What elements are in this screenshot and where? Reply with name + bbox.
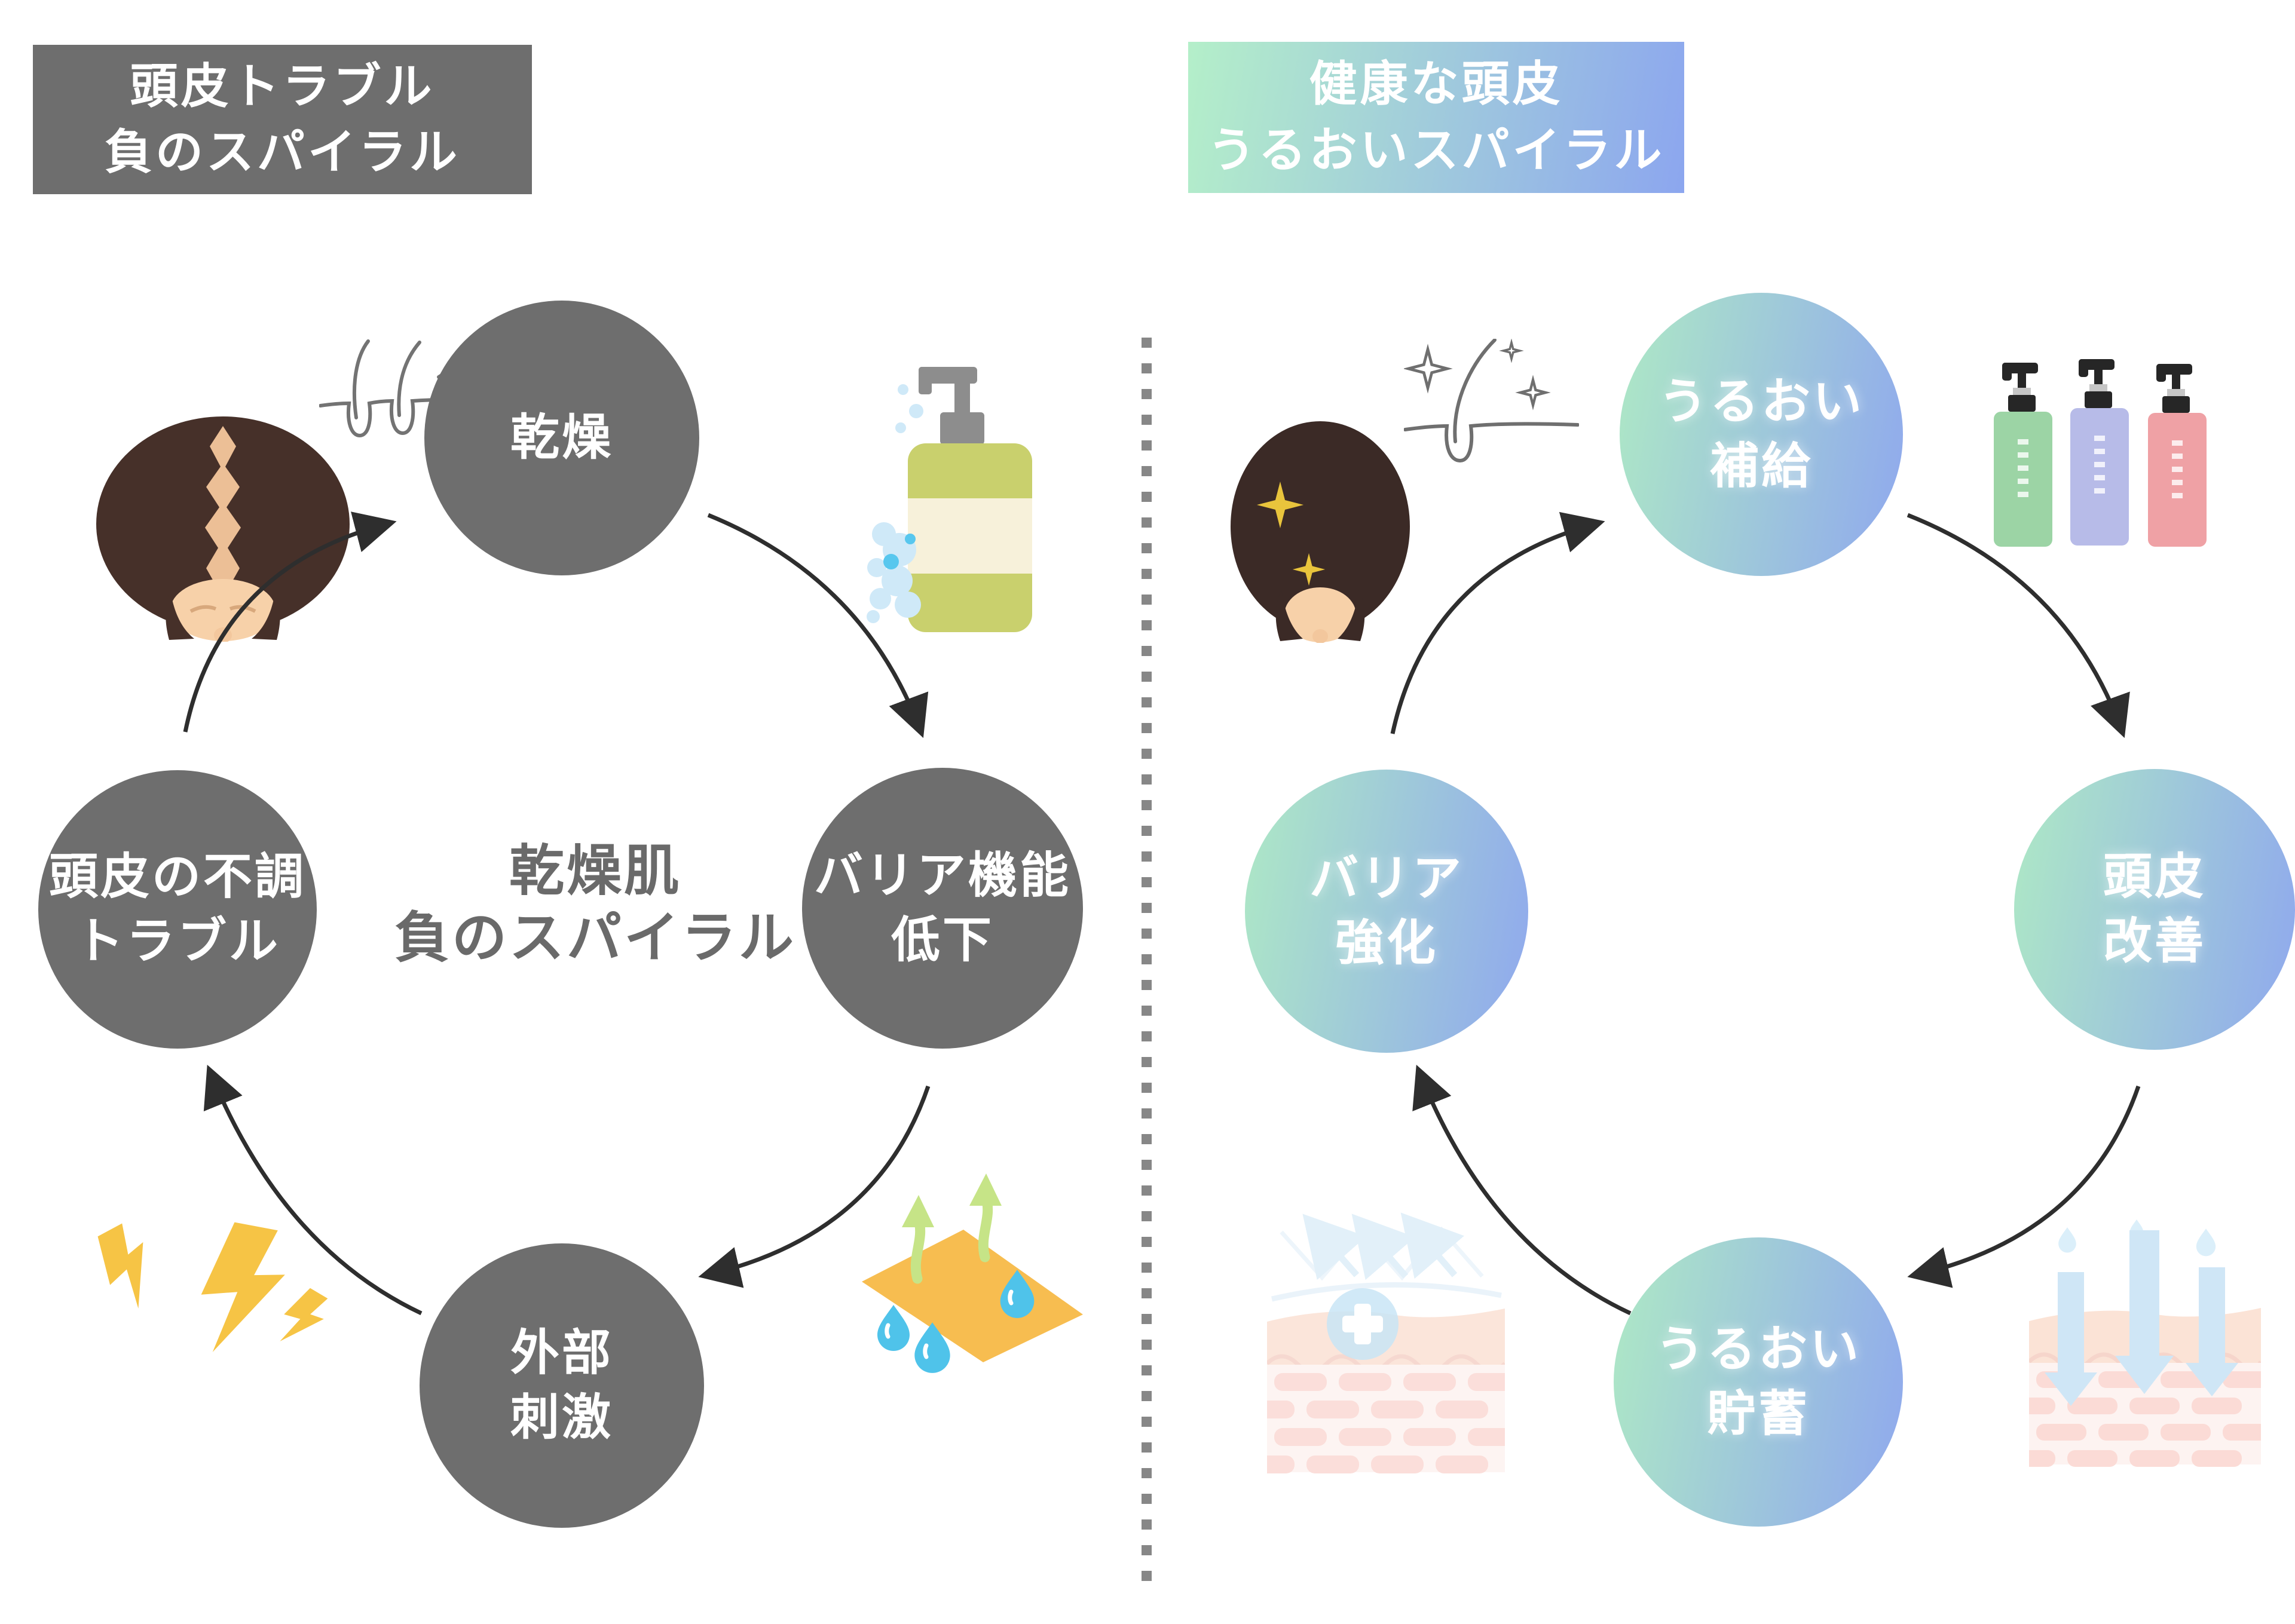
node-moisture-supply: うるおい 補給: [1620, 293, 1903, 576]
node-barrier-decline-label: バリア機能: [813, 847, 1071, 904]
node-barrier-strengthening-label: バリア: [1309, 850, 1464, 907]
arrow-right-cycle-right-to-bottom: [1907, 1085, 2141, 1288]
right-title-line2: うるおいスパイラル: [1207, 122, 1665, 178]
node-external-stimulus: 外部 刺激: [420, 1243, 704, 1528]
arrow-left-cycle-bottom-to-left: [203, 1065, 423, 1316]
left-center-label: 乾燥肌 負のスパイラル: [382, 838, 808, 972]
node-scalp-trouble: 頭皮の不調 トラブル: [38, 770, 317, 1049]
right-title: 健康な頭皮 うるおいスパイラル: [1188, 42, 1684, 193]
right-title-line1: 健康な頭皮: [1309, 56, 1563, 112]
healthy-hair-head-icon: [1231, 421, 1410, 643]
left-title: 頭皮トラブル 負のスパイラル: [33, 45, 532, 194]
moisture-evaporation-icon: [862, 1173, 1083, 1373]
arrow-right-cycle-left-to-top: [1390, 511, 1605, 734]
left-center-line2: 負のスパイラル: [394, 906, 796, 970]
skin-barrier-plus-icon: [1267, 1212, 1505, 1473]
arrow-right-cycle-bottom-to-left: [1412, 1064, 1632, 1316]
node-dryness: 乾燥: [424, 301, 699, 575]
node-barrier-strengthening: バリア 強化: [1245, 770, 1528, 1053]
node-moisture-storage-label: うるおい: [1655, 1320, 1861, 1378]
node-moisture-storage: うるおい 貯蓄: [1614, 1237, 1903, 1527]
arrow-left-cycle-top-to-right: [707, 513, 929, 739]
node-dryness-label: 乾燥: [510, 409, 613, 466]
node-scalp-improvement: 頭皮 改善: [2014, 769, 2295, 1050]
shampoo-bottle-icon: [867, 367, 1032, 632]
left-center-line1: 乾燥肌: [509, 839, 681, 903]
node-scalp-trouble-label: 頭皮の不調: [48, 848, 306, 905]
arrow-left-cycle-left-to-top: [183, 511, 397, 733]
left-title-line1: 頭皮トラブル: [130, 58, 435, 114]
node-external-stimulus-label: 外部: [510, 1324, 613, 1381]
sparkle-follicle-icon: [1404, 339, 1579, 463]
dotted-divider: [1142, 338, 1152, 1586]
arrow-right-cycle-top-to-right: [1907, 513, 2130, 739]
skin-moisture-absorb-icon: [2029, 1219, 2261, 1467]
thinning-hair-head-icon: [96, 416, 350, 642]
node-moisture-supply-label: うるおい: [1658, 373, 1864, 430]
cosmetic-bottles-icon: [1994, 359, 2207, 547]
node-scalp-improvement-label: 頭皮: [2103, 848, 2206, 905]
node-barrier-decline: バリア機能 低下: [802, 768, 1083, 1049]
arrow-left-cycle-right-to-bottom: [698, 1085, 931, 1288]
left-title-line2: 負のスパイラル: [105, 124, 460, 180]
